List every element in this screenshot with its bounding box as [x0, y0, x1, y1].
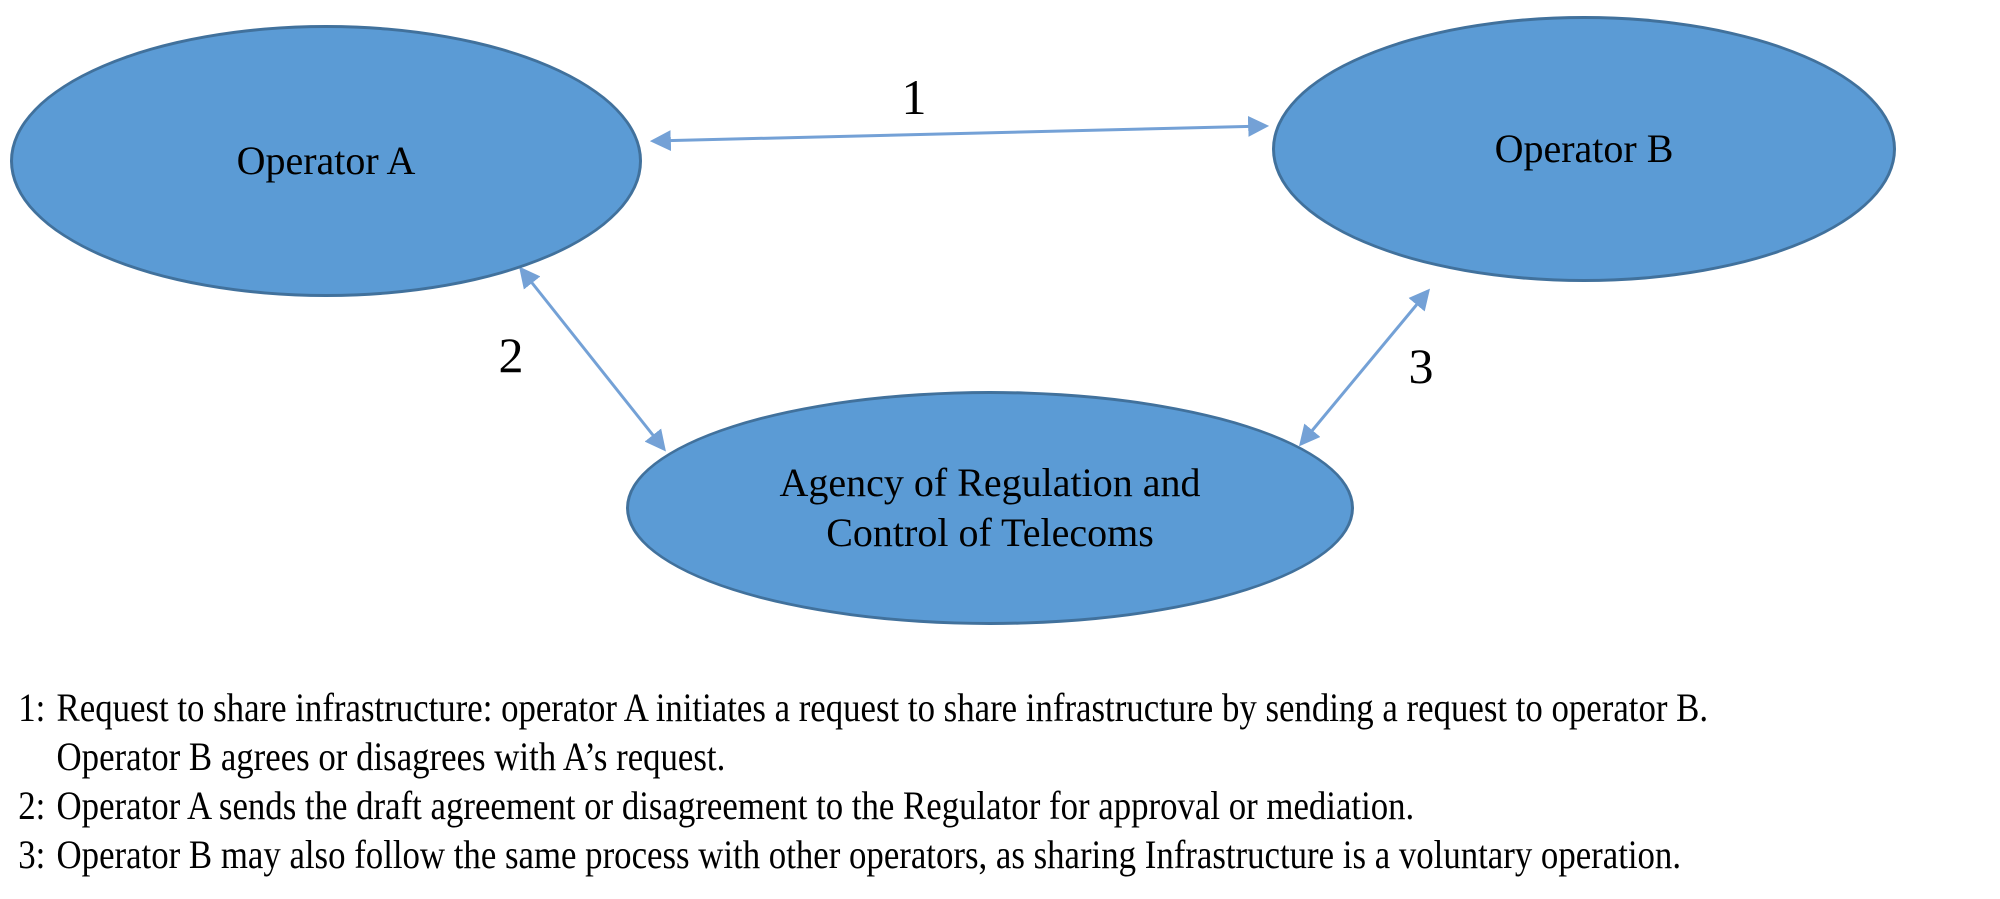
edge-label-2: 2	[498, 327, 524, 383]
edge-arrow-1	[649, 115, 1270, 152]
node-operator-b: Operator B	[1272, 16, 1896, 282]
note-3-number: 3:	[18, 832, 46, 877]
note-3-line-1: Operator B may also follow the same proc…	[56, 832, 1682, 877]
edge-label-3: 3	[1408, 338, 1434, 394]
node-agency: Agency of Regulation and Control of Tele…	[626, 391, 1354, 625]
notes-section: 1: Request to share infrastructure: oper…	[0, 683, 1708, 879]
note-1-number: 1:	[18, 685, 46, 730]
node-agency-label-line2: Control of Telecoms	[826, 510, 1154, 555]
note-item-2: 2: Operator A sends the draft agreement …	[18, 781, 1708, 830]
edge-arrow-2	[519, 266, 666, 452]
node-operator-b-label: Operator B	[1494, 126, 1674, 171]
node-operator-a: Operator A	[10, 25, 642, 297]
node-agency-label-line1: Agency of Regulation and	[779, 460, 1201, 505]
note-item-1: 1: Request to share infrastructure: oper…	[18, 683, 1708, 781]
note-1-line-2: Operator B agrees or disagrees with A’s …	[56, 734, 726, 779]
note-item-3: 3: Operator B may also follow the same p…	[18, 830, 1708, 879]
note-2-line-1: Operator A sends the draft agreement or …	[56, 783, 1415, 828]
note-1-line-1: Request to share infrastructure: operato…	[56, 685, 1709, 730]
node-agency-label: Agency of Regulation and Control of Tele…	[780, 458, 1201, 558]
edge-label-1: 1	[901, 69, 927, 125]
note-2-number: 2:	[18, 783, 46, 828]
node-operator-a-label: Operator A	[236, 138, 416, 183]
